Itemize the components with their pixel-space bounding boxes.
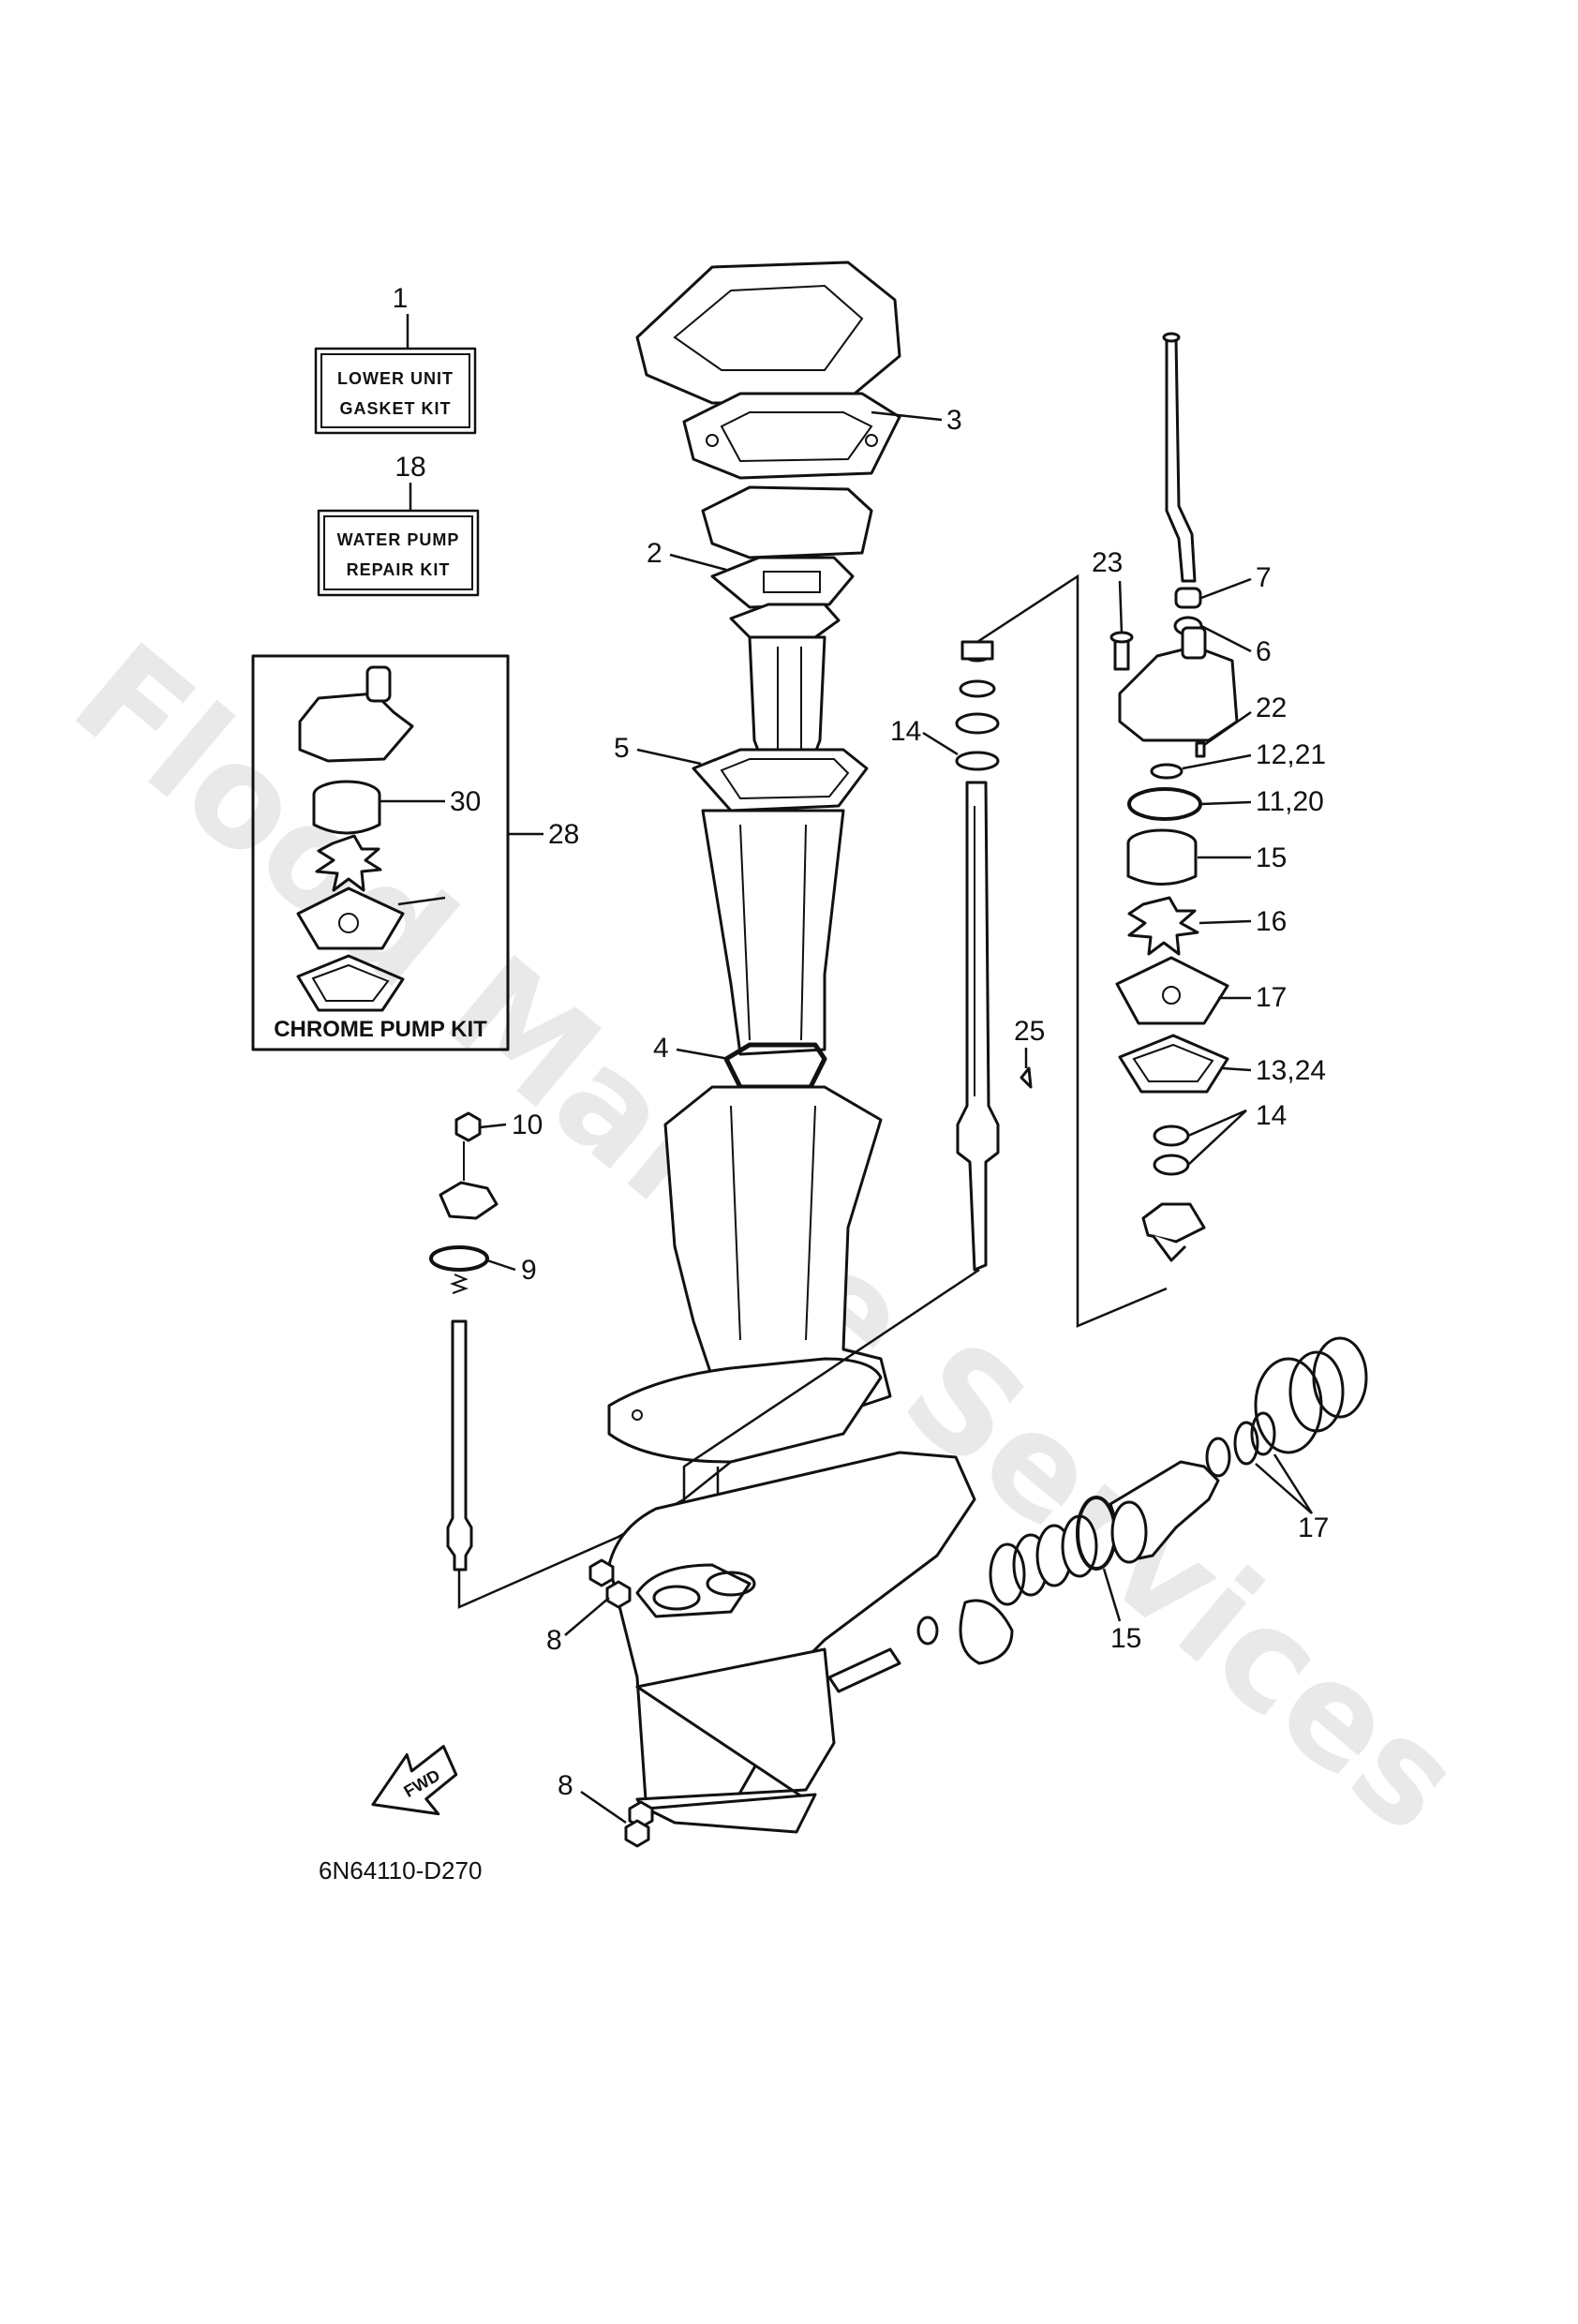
lower-unit-line1: LOWER UNIT	[337, 369, 454, 388]
callout-29: 30	[450, 786, 481, 817]
water-pump-line1: WATER PUMP	[337, 530, 460, 549]
callout-8-lower: 8	[558, 1770, 573, 1801]
callout-16: 15	[1110, 1623, 1141, 1654]
water-pump-repair-kit-label: 18 WATER PUMP REPAIR KIT	[317, 452, 480, 597]
callout-15: 14	[890, 716, 921, 747]
fwd-direction-arrow: FWD	[371, 1745, 458, 1816]
callout-6: 6	[1256, 636, 1272, 667]
water-pump-line2: REPAIR KIT	[347, 560, 451, 579]
callout-26: 23	[1092, 547, 1123, 578]
chrome-pump-kit-box: CHROME PUMP KIT 28	[251, 654, 579, 1051]
callout-3: 3	[946, 405, 962, 436]
lower-case-assembly	[588, 1268, 1368, 1848]
callout-10: 10	[512, 1110, 543, 1140]
callout-7: 7	[1256, 562, 1272, 593]
callout-9: 9	[521, 1255, 537, 1286]
figure-code: 6N64110-D270	[319, 1856, 482, 1885]
driveshaft-assembly	[955, 640, 1033, 1272]
callout-1: 1	[393, 283, 409, 314]
callout-11-20: 11,20	[1256, 786, 1324, 817]
callout-28: 28	[548, 819, 579, 850]
callout-14: 14	[1256, 1100, 1287, 1131]
callout-25: 22	[1256, 693, 1287, 723]
lower-unit-gasket-kit-label: 1 LOWER UNIT GASKET KIT	[314, 283, 477, 435]
callout-5: 5	[614, 733, 630, 764]
callout-4: 4	[653, 1033, 669, 1064]
shift-rod-assembly	[429, 1111, 732, 1609]
callout-12-21: 12,21	[1256, 739, 1326, 770]
callout-8-upper: 8	[546, 1625, 562, 1656]
lower-unit-line2: GASKET KIT	[339, 399, 451, 418]
callout-13-24: 13,24	[1256, 1055, 1326, 1086]
callout-27: 25	[1014, 1016, 1045, 1047]
water-pump-stack	[1109, 332, 1239, 1262]
callout-23: 17	[1256, 982, 1287, 1013]
chrome-pump-kit-title: CHROME PUMP KIT	[274, 1017, 487, 1042]
upper-casing-stack	[607, 261, 901, 1464]
callout-22: 16	[1256, 906, 1287, 937]
callout-2: 2	[647, 538, 662, 569]
callout-19: 15	[1256, 842, 1287, 873]
callout-17: 17	[1298, 1512, 1329, 1543]
callout-18: 18	[394, 452, 425, 483]
